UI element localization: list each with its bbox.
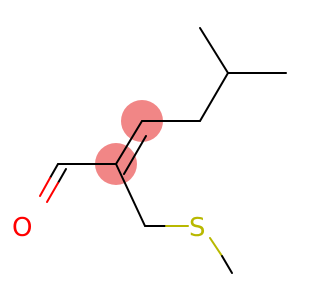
bond-s-ch3-yellow [209,237,223,257]
bond-c1-o-a-red [39,177,51,197]
bond-c2-ch2 [115,163,146,227]
bond-c3-c2 [115,120,143,165]
bond-c6-c7 [199,27,229,74]
bond-c6-c5 [199,72,229,122]
molecule-diagram: O S [12,27,287,274]
atom-label-sulfur: S [189,213,206,243]
bond-c1-o-b-red [46,182,59,203]
bond-c1-o-b-black [57,168,67,184]
atom-label-oxygen: O [12,213,32,243]
bond-c3-c2-double [123,135,147,175]
bond-c1-o-a-black [49,163,59,179]
molecule-canvas: O S [12,27,287,274]
bond-s-ch3-black [221,255,233,274]
